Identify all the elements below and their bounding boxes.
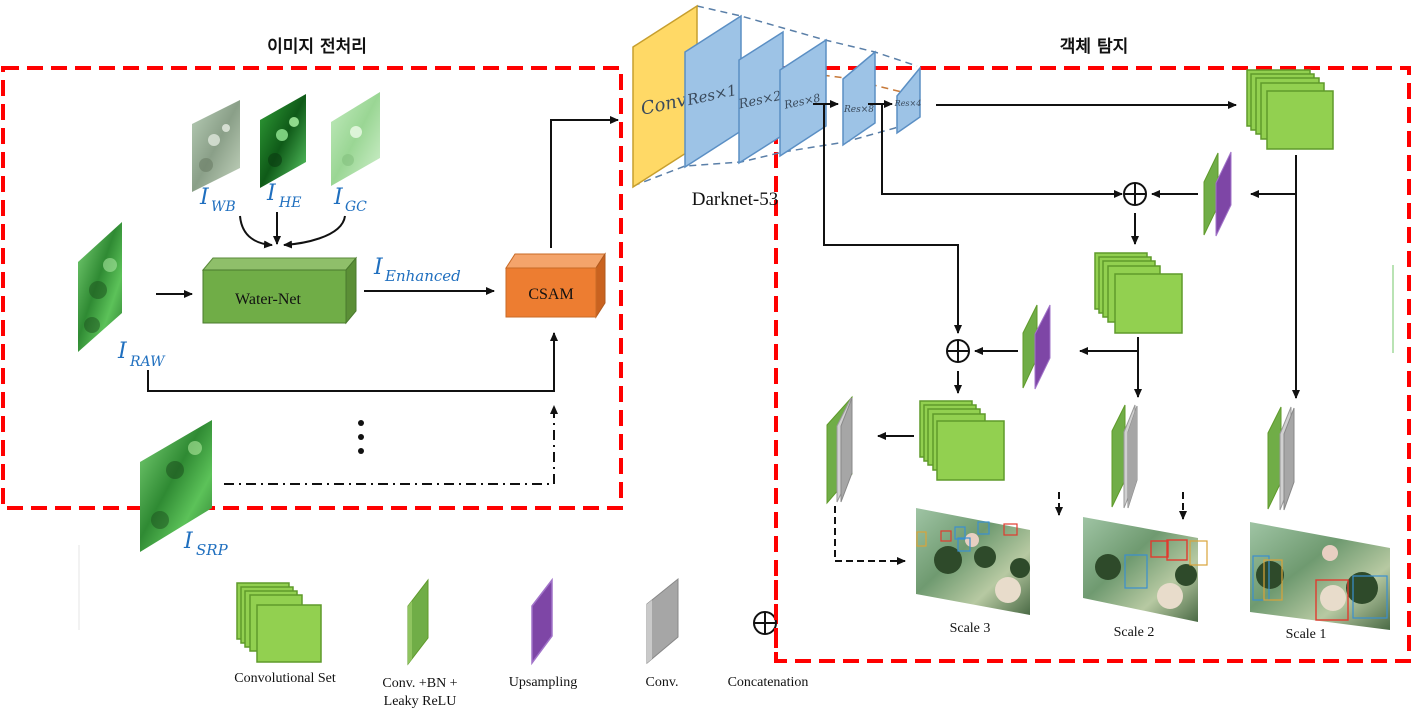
svg-text:RAW: RAW [129, 354, 166, 370]
conv-set-1 [1246, 69, 1334, 150]
legend-conv-bn-label-2: Leaky ReLU [384, 694, 457, 709]
legend-conv-bn-icon [407, 578, 429, 666]
arrow-csam-to-backbone [550, 116, 619, 248]
svg-text:Res×8: Res×8 [843, 105, 874, 115]
arrow-gc-to-waternet [283, 215, 346, 249]
label-i-raw: I RAW [117, 339, 166, 370]
image-he [260, 94, 306, 188]
image-srp [140, 420, 212, 552]
backbone-block-res8-b [842, 50, 876, 147]
label-i-wb: I WB [199, 185, 236, 215]
svg-text:I: I [183, 529, 194, 554]
svg-text:GC: GC [345, 199, 367, 215]
svg-text:Enhanced: Enhanced [384, 267, 461, 285]
arrow-to-scale3 [834, 506, 906, 565]
label-i-enhanced: I Enhanced [373, 255, 461, 285]
svg-text:I: I [117, 339, 128, 364]
scale1-label: Scale 1 [1286, 627, 1327, 642]
convbn-conv-scale3 [826, 395, 853, 505]
water-net-label: Water-Net [235, 291, 301, 308]
legend-conv-bn-label-1: Conv. +BN + [382, 676, 457, 691]
svg-text:SRP: SRP [196, 541, 229, 559]
svg-text:HE: HE [278, 195, 301, 211]
arrow-res8b-to-concat1 [881, 104, 1123, 198]
preprocessing-region [1, 66, 623, 510]
legend-conv-set-icon [236, 582, 322, 663]
legend-upsampling-icon [531, 577, 553, 666]
convbn-conv-scale1 [1267, 406, 1295, 511]
legend-upsampling-label: Upsampling [509, 675, 577, 690]
image-raw [78, 222, 122, 352]
csam-block: CSAM [505, 252, 606, 319]
legend-conv-icon [646, 577, 679, 665]
output-image-scale3 [916, 508, 1030, 615]
detection-title: 객체 탐지 [1060, 37, 1128, 57]
svg-text:WB: WB [211, 199, 236, 215]
svg-text:I: I [199, 185, 210, 210]
scale2-label: Scale 2 [1114, 625, 1155, 640]
image-wb [192, 100, 240, 192]
backbone-block-res8-a [779, 38, 827, 158]
backbone-darknet53: Conv Res×1 Res×2 Res×8 Res×8 Res×4 [632, 4, 922, 189]
preprocessing-title: 이미지 전처리 [267, 37, 367, 57]
conv-set-2 [1094, 252, 1183, 334]
svg-text:I: I [266, 181, 277, 206]
arrow-srp-to-csam [224, 405, 558, 485]
water-net-block: Water-Net [201, 256, 358, 325]
svg-text:I: I [333, 185, 344, 210]
label-i-he: I HE [266, 181, 301, 211]
scale3-label: Scale 3 [950, 621, 991, 636]
detection-region [774, 66, 1411, 663]
convbn-conv-scale2 [1111, 404, 1138, 509]
label-i-gc: I GC [333, 185, 367, 215]
output-image-scale1 [1250, 522, 1390, 630]
concat-1 [1123, 182, 1147, 206]
svg-text:Res×4: Res×4 [894, 99, 922, 108]
csam-label: CSAM [528, 286, 573, 303]
convbn-upsample-2 [1022, 304, 1051, 390]
arrow-wb-to-waternet [239, 215, 273, 249]
output-image-scale2 [1083, 517, 1208, 622]
legend-concat-icon [753, 611, 777, 635]
ellipsis-dots [358, 420, 364, 454]
image-gc [331, 92, 380, 186]
legend-conv-label: Conv. [646, 675, 679, 690]
convbn-upsample-1 [1203, 151, 1232, 237]
backbone-block-res4 [896, 65, 921, 135]
label-i-srp: I SRP [183, 529, 229, 559]
arrow-raw-bypass-to-csam [147, 332, 558, 392]
backbone-name: Darknet-53 [692, 189, 779, 210]
legend-conv-set-label: Convolutional Set [234, 671, 336, 686]
conv-set-3 [919, 400, 1005, 481]
legend: Convolutional Set Conv. +BN + Leaky ReLU… [234, 577, 809, 709]
arrow-res8a-to-concat2 [823, 104, 962, 334]
svg-text:I: I [373, 255, 384, 280]
legend-concat-label: Concatenation [728, 675, 809, 690]
concat-2 [946, 339, 970, 363]
